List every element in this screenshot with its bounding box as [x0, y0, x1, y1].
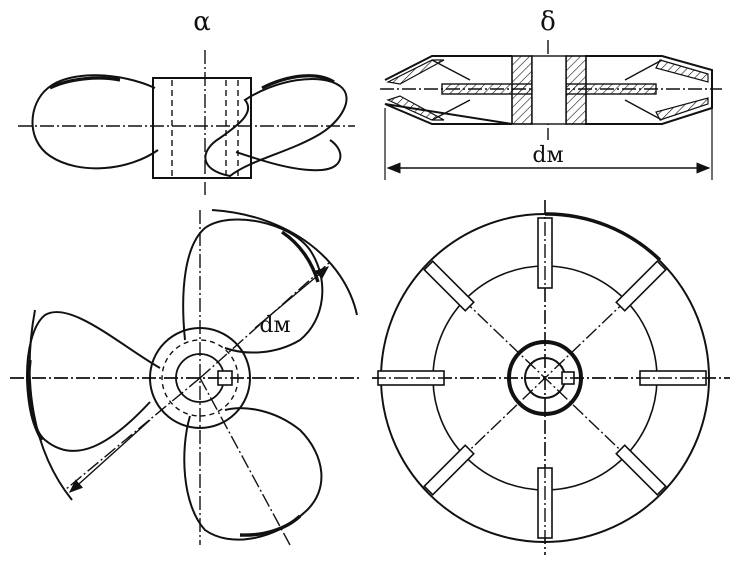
- propeller-front-view: dм: [10, 209, 360, 546]
- turbine-outer-ring-edge: [544, 212, 662, 262]
- shroud-hatch-bottom-left: [386, 95, 445, 121]
- shroud-hatch-bottom-right: [655, 97, 709, 121]
- turbine-bore: [531, 55, 567, 125]
- view-label-alpha: α: [193, 7, 211, 37]
- turbine-blade-top-left: [423, 260, 475, 312]
- propeller-blade-lower: [183, 407, 323, 541]
- turbine-blade-bottom-left: [423, 444, 475, 496]
- propeller-blade-right-edge: [261, 74, 335, 90]
- front-axis-left-blade: [64, 377, 201, 491]
- turbine-blade-bottom-right: [615, 444, 667, 496]
- diameter-arc-upper: [211, 209, 358, 316]
- dim-label-bottom: dм: [259, 313, 290, 338]
- propeller-hub: [152, 77, 252, 179]
- front-axis-upper-blade: [199, 261, 331, 379]
- propeller-blade-right-upper: [204, 77, 348, 178]
- dim-arrow-upper: [254, 266, 330, 329]
- propeller-blade-upper: [182, 218, 324, 354]
- turbine-plan-view: [372, 200, 730, 555]
- turbine-section-view: dм δ: [380, 7, 722, 180]
- shroud-hatch-top-right: [655, 59, 709, 83]
- turbine-hub-right: [565, 55, 587, 125]
- propeller-blade-left-edge: [49, 76, 121, 90]
- blade-lower-edge: [239, 514, 302, 537]
- shroud-inner-lines: [431, 59, 663, 121]
- turbine-blade-top-right: [615, 260, 667, 312]
- turbine-shroud-outline: [384, 55, 713, 125]
- propeller-blade-right-lower: [235, 139, 342, 172]
- propeller-side-view: α: [18, 7, 355, 195]
- view-label-delta: δ: [540, 7, 556, 37]
- propeller-blade-left: [31, 74, 159, 170]
- shroud-hatch-top-left: [386, 59, 445, 85]
- diameter-arc-lower: [28, 309, 73, 501]
- propeller-blade-left-front: [26, 311, 161, 452]
- turbine-hub-left: [511, 55, 533, 125]
- dim-label-top: dм: [532, 143, 563, 168]
- dim-arrow-lower: [68, 419, 151, 493]
- front-axis-lower-blade: [199, 377, 291, 546]
